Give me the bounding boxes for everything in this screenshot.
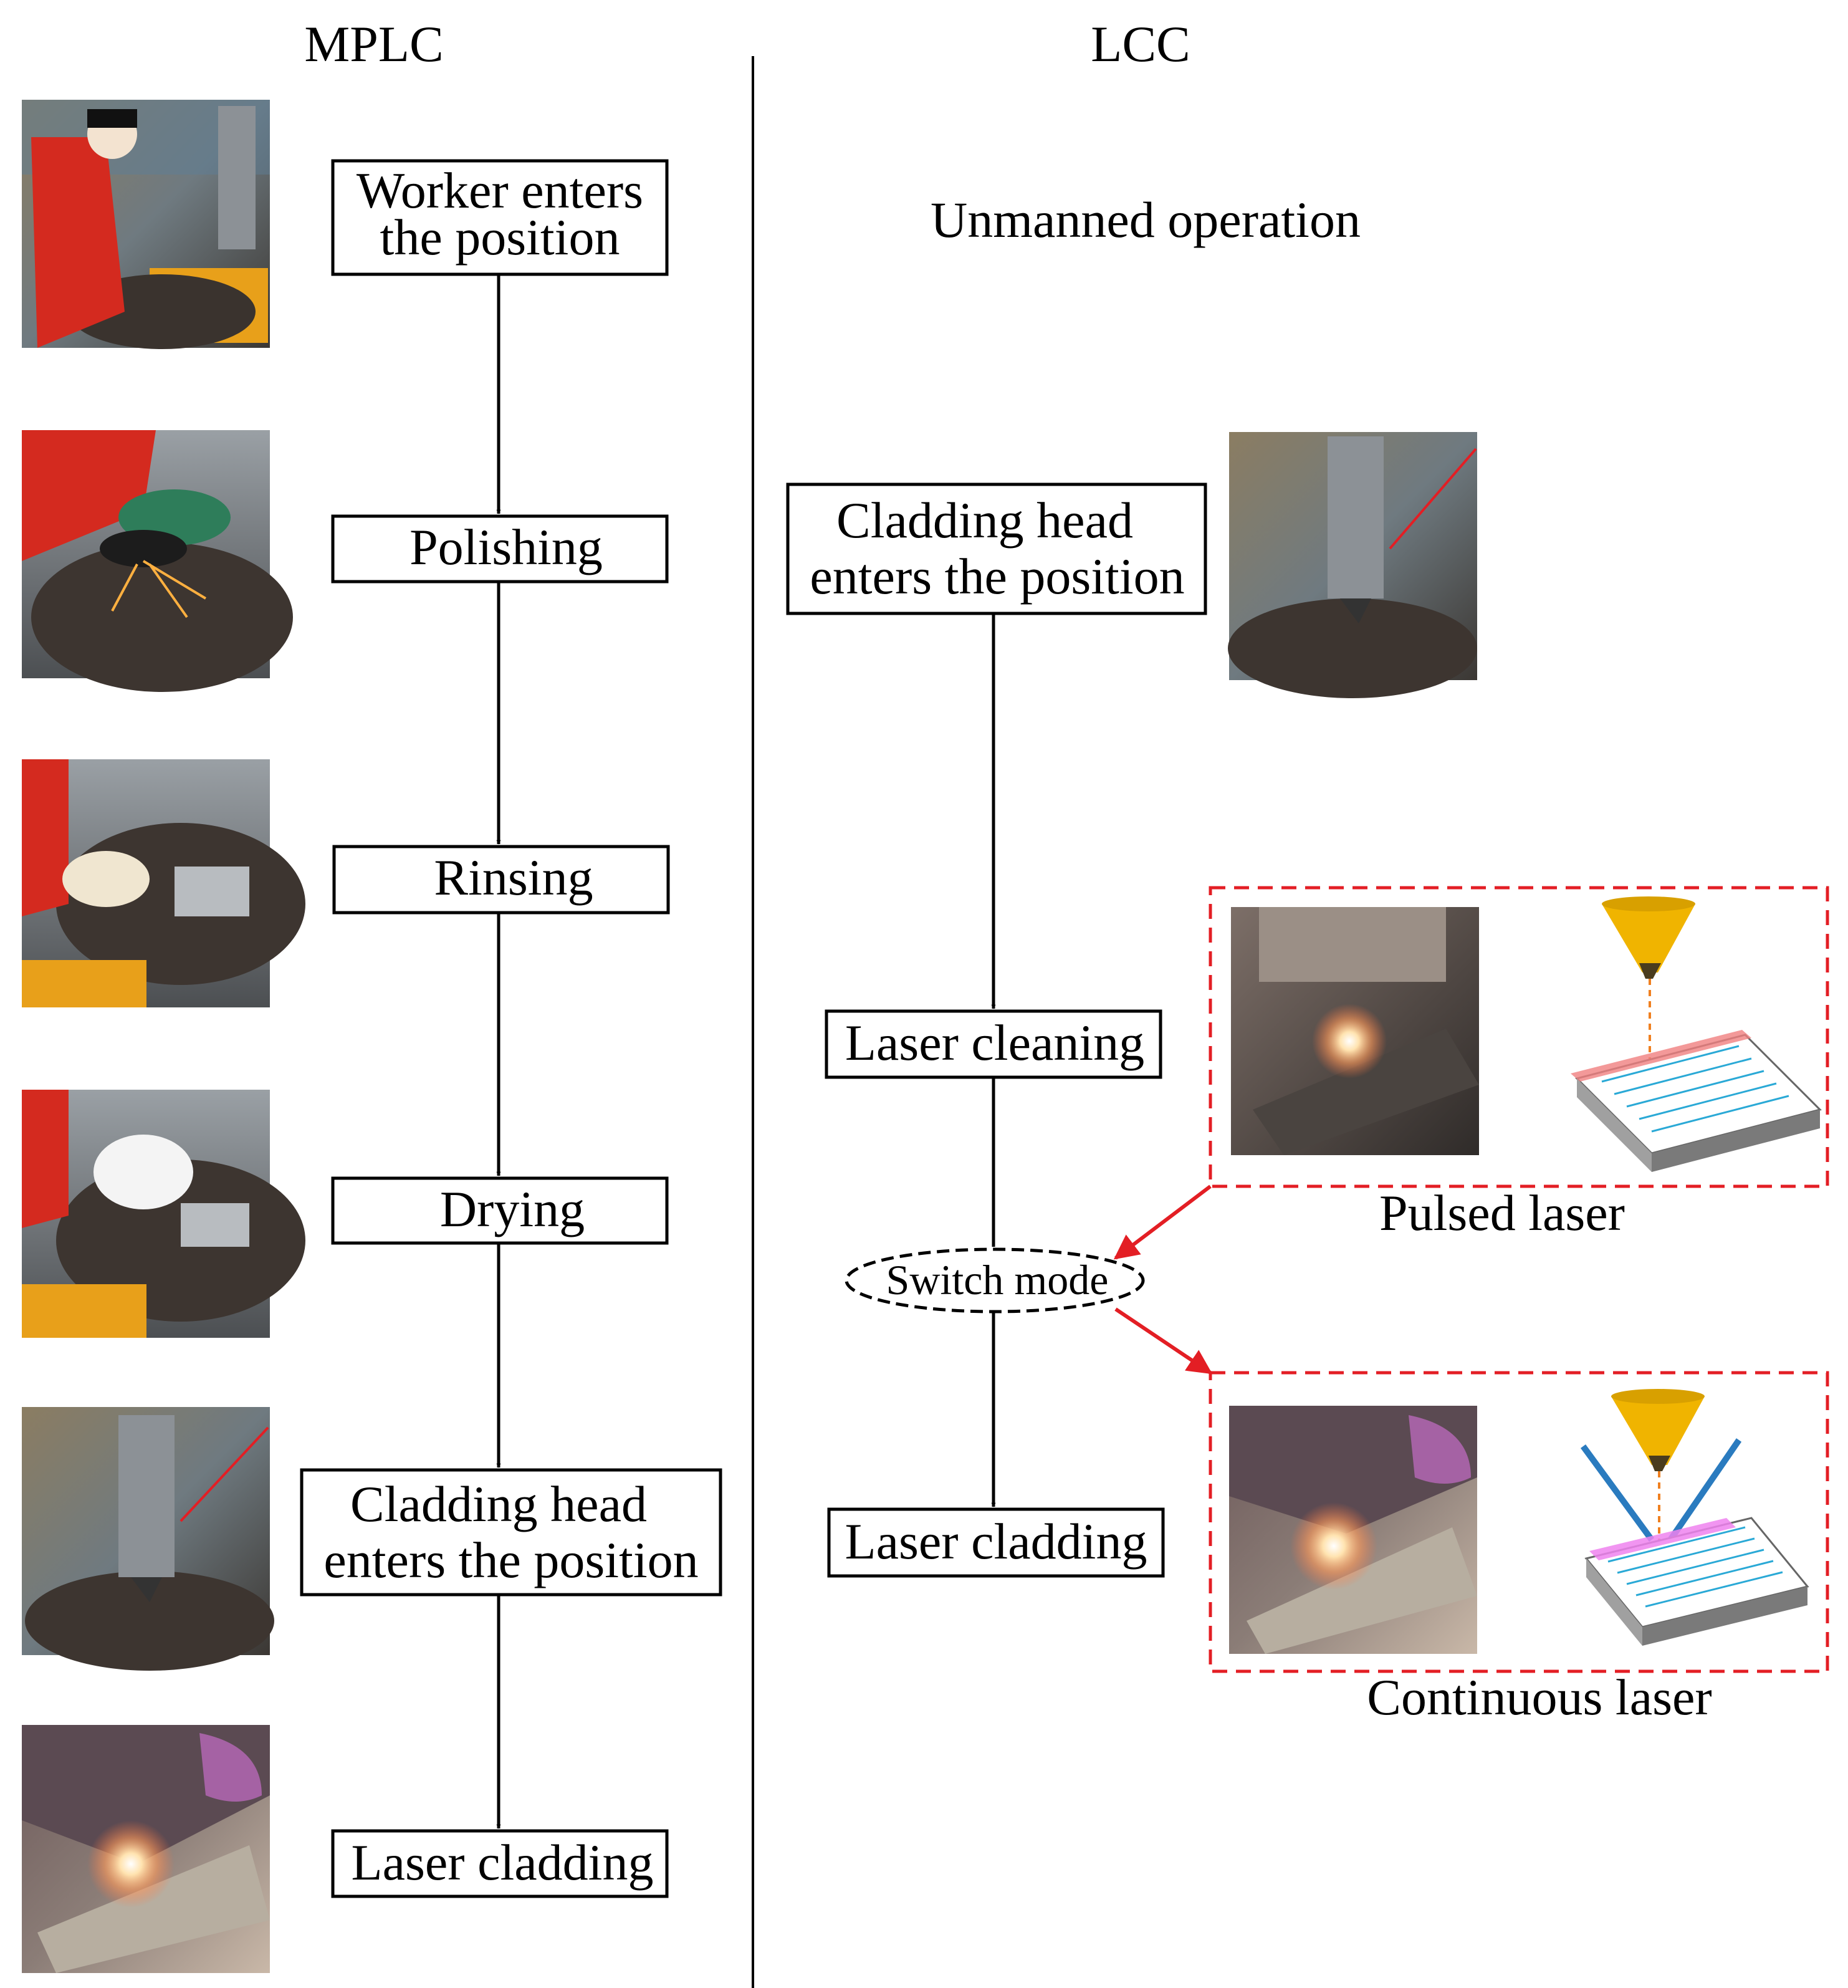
pulsed-laser-box: [1209, 886, 1829, 1188]
mplc-step-box: [331, 1176, 669, 1245]
lcc-step-label: Laser cleaning: [845, 1014, 1144, 1071]
continuous-laser-schematic-icon: [1580, 1389, 1809, 1646]
switch-mode-label: Switch mode: [886, 1256, 1109, 1304]
mplc-step-box: [332, 845, 670, 915]
mplc-step-box: [331, 514, 669, 583]
photo-cladding-head-right: [1228, 432, 1477, 698]
mode-arrows: [1113, 1184, 1213, 1375]
mplc-step-label: Laser cladding: [352, 1834, 654, 1891]
photo-polishing: [22, 430, 293, 692]
photo-laser-cladding-right: [1229, 1406, 1477, 1654]
lcc-step-box: [786, 483, 1207, 615]
lcc-step-label: enters the position: [810, 548, 1184, 605]
mplc-step-box: [331, 159, 669, 276]
lcc-step-label: Laser cladding: [845, 1513, 1147, 1570]
mplc-step-label: enters the position: [323, 1532, 698, 1588]
continuous-laser-box: [1209, 1371, 1829, 1673]
lcc-title: LCC: [1091, 16, 1190, 72]
lcc-step-box: [827, 1507, 1165, 1578]
photo-rinsing: [22, 759, 305, 1007]
mplc-step-label: Polishing: [409, 519, 603, 575]
photo-cladding-head-left: [22, 1407, 274, 1671]
mplc-step-box: [331, 1829, 669, 1898]
mplc-step-box: [300, 1468, 722, 1597]
mplc-step-label: Rinsing: [434, 849, 593, 906]
pulsed-laser-schematic-icon: [1571, 896, 1822, 1172]
mplc-step-label: the position: [380, 209, 620, 266]
photo-drying: [22, 1090, 305, 1338]
unmanned-operation-note: Unmanned operation: [931, 191, 1361, 248]
photo-laser-cleaning: [1231, 907, 1479, 1155]
photo-laser-cladding-left: [22, 1725, 270, 1973]
lcc-step-box: [825, 1009, 1162, 1079]
pulsed-laser-label: Pulsed laser: [1379, 1184, 1625, 1241]
photo-worker-enters: [22, 100, 270, 349]
mplc-step-label: Drying: [440, 1181, 585, 1237]
mplc-title: MPLC: [304, 16, 443, 72]
lcc-step-label: Cladding head: [836, 492, 1133, 549]
mplc-step-label: Cladding head: [350, 1476, 647, 1532]
continuous-laser-label: Continuous laser: [1367, 1669, 1712, 1726]
switch-mode-node: [845, 1247, 1145, 1313]
mplc-step-label: Worker enters: [357, 162, 643, 219]
